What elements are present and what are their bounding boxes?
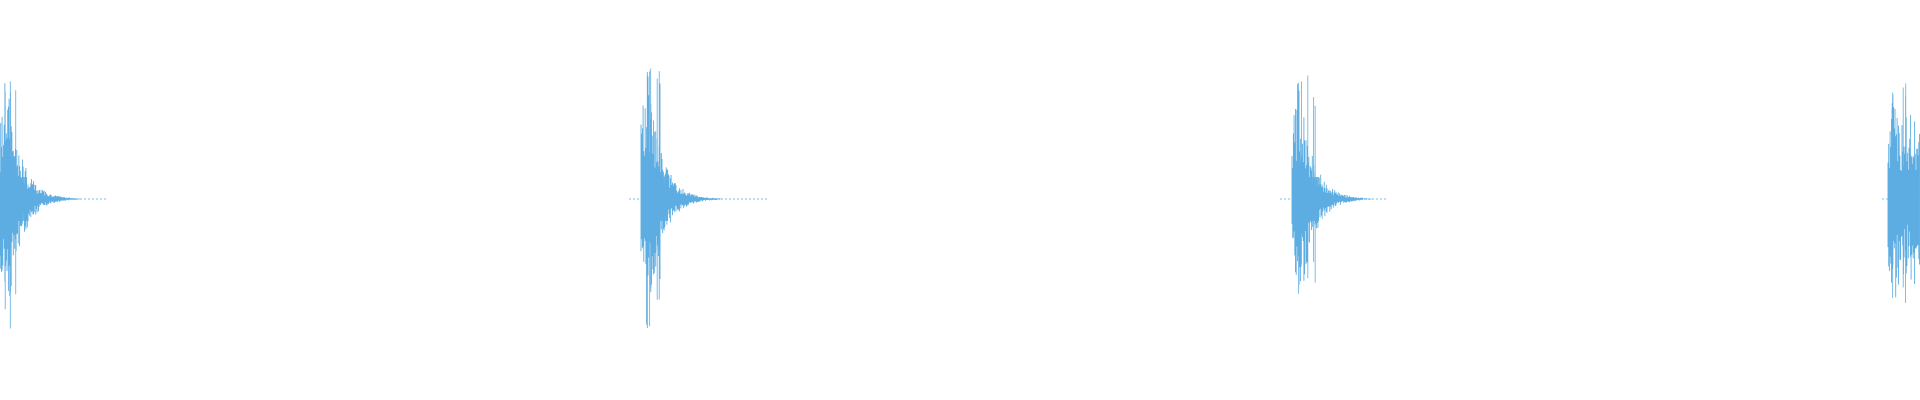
waveform-clip-2[interactable] [629,68,767,329]
waveform-core [1293,177,1319,221]
waveform-clip-4[interactable] [1882,83,1920,303]
waveform-core [642,177,668,221]
waveform-clips [0,68,1920,329]
waveform-core [1,177,27,221]
waveform-clip-1[interactable] [0,81,106,329]
waveform-clip-3[interactable] [1280,75,1386,294]
waveform-core [1889,177,1913,221]
